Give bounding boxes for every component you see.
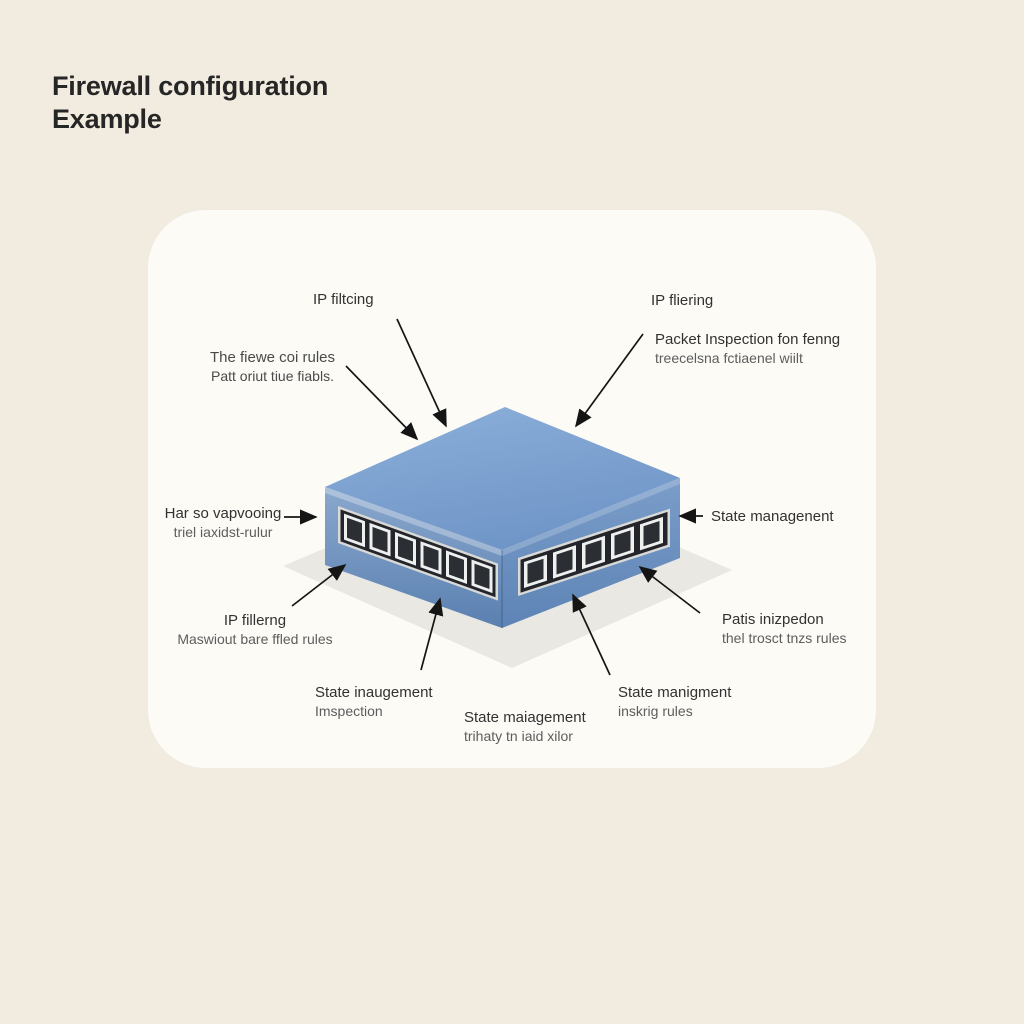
port-strip-right	[518, 508, 670, 596]
arrow-packet-inspection-note	[574, 333, 644, 428]
label-state-management-bottom-right: State manigment inskrig rules	[618, 684, 731, 720]
port-strip-left	[338, 506, 498, 601]
label-line2: inskrig rules	[618, 703, 693, 719]
label-state-management-bottom-center: State maiagement trihaty tn iaid xilor	[464, 709, 586, 745]
label-packet-inspection-note: Packet Inspection fon fenng treecelsna f…	[655, 331, 840, 367]
label-line2: treecelsna fctiaenel wiilt	[655, 350, 803, 366]
label-line1: Packet Inspection fon fenng	[655, 331, 841, 348]
ethernet-port	[446, 550, 467, 584]
device-top-face	[325, 407, 680, 550]
label-packet-inspection-bottom-right: Patis inizpedon thel trosct tnzs rules	[722, 611, 847, 647]
page-title: Firewall configuration Example	[52, 70, 328, 136]
label-line1: The fiewe coi rules	[209, 349, 336, 366]
ethernet-port	[553, 545, 576, 579]
annotation-arrows	[284, 318, 703, 676]
label-line2: Imspection	[315, 703, 383, 719]
page-title-line1: Firewall configuration	[52, 71, 329, 101]
label-line2: trihaty tn iaid xilor	[464, 728, 573, 744]
label-text: State managenent	[711, 508, 834, 525]
label-line1: State maiagement	[464, 709, 586, 726]
label-line1: IP fillerng	[223, 612, 287, 629]
label-line1: Patis inizpedon	[722, 611, 824, 628]
label-port-forwarding-note: Har so vapvooing triel iaxidst-rulur	[155, 505, 291, 541]
label-text: IP filtcing	[313, 291, 374, 308]
label-line2: Maswiout bare ffled rules	[177, 631, 333, 647]
label-state-inspection-note: State inaugement Imspection	[315, 684, 433, 720]
label-state-management-right: State managenent	[711, 508, 834, 526]
label-line1: State inaugement	[315, 684, 433, 701]
ethernet-port	[471, 559, 493, 594]
ethernet-port	[611, 526, 634, 560]
label-firewall-rules-note: The fiewe coi rules Patt oriut tiue fiab…	[200, 349, 345, 385]
arrow-packet-inspection-bottom-right	[638, 565, 701, 614]
ethernet-port	[524, 554, 547, 589]
ethernet-port	[640, 516, 663, 551]
label-ip-filtering-top-left: IP filtcing	[313, 291, 374, 309]
label-ip-filtering-top-right: IP fliering	[651, 292, 713, 310]
ethernet-port	[369, 522, 391, 557]
arrow-firewall-rules-note	[345, 365, 419, 441]
label-ip-filtering-bottom-left: IP fillerng Maswiout bare ffled rules	[170, 612, 340, 648]
label-line2: thel trosct tnzs rules	[722, 630, 847, 646]
label-line1: State manigment	[618, 684, 732, 701]
label-line2: triel iaxidst-rulur	[173, 524, 273, 540]
ethernet-port	[582, 535, 605, 570]
ethernet-port	[344, 513, 365, 548]
label-line1: Har so vapvooing	[164, 505, 282, 522]
page-title-line2: Example	[52, 104, 162, 134]
label-text: IP fliering	[651, 292, 714, 309]
arrow-ip-filtering-bottom-left	[291, 563, 347, 607]
device-left-bevel	[325, 487, 502, 556]
arrow-state-management-bottom-right	[572, 593, 611, 676]
arrow-state-inspection-note	[420, 597, 444, 671]
device-right-bevel	[502, 478, 680, 556]
ethernet-port	[395, 532, 416, 566]
arrow-ip-filtering-top-left	[396, 318, 447, 428]
ethernet-port	[420, 541, 442, 575]
label-line2: Patt oriut tiue fiabls.	[211, 368, 334, 384]
